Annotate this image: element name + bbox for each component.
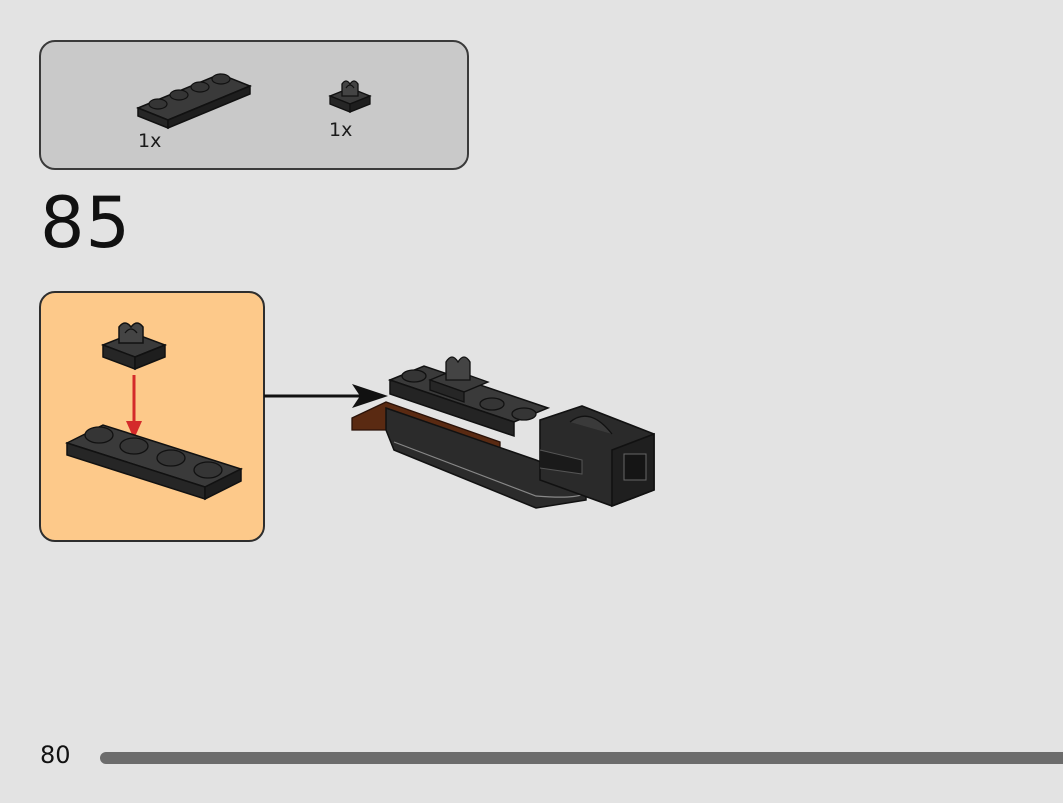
sub-step-illustration	[65, 322, 243, 501]
clip-plate-1x1-icon	[328, 80, 372, 113]
down-arrow-icon	[126, 375, 142, 439]
part-qty-clip: 1x	[329, 119, 353, 141]
parts-list-panel: 1x 1x	[39, 40, 469, 170]
part-qty-plate: 1x	[138, 130, 162, 152]
step-number: 85	[40, 182, 132, 264]
assembled-model-illustration	[351, 356, 655, 509]
connector-arrow-icon	[264, 384, 388, 408]
sub-step-panel	[39, 291, 265, 542]
page-number: 80	[40, 741, 71, 769]
plate-1x4-icon	[65, 424, 243, 501]
plate-1x4-icon	[136, 73, 252, 130]
clip-plate-icon	[100, 322, 168, 371]
progress-bar	[100, 752, 1063, 764]
